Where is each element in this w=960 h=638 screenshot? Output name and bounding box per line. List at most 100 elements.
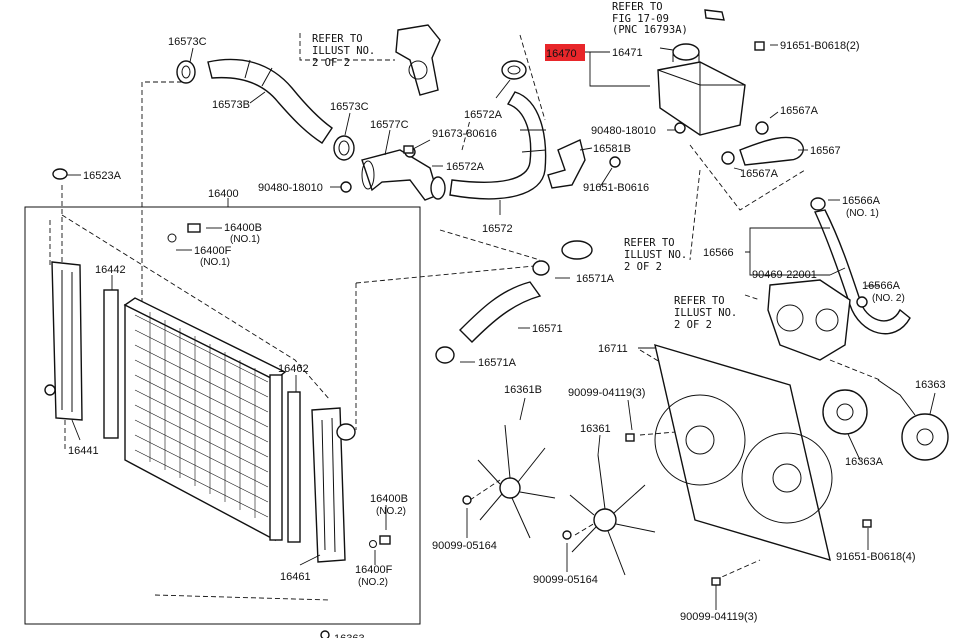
clamp-16573c-top bbox=[176, 60, 196, 84]
radiator-assembly-frame bbox=[24, 206, 421, 625]
note-illust-3: REFER TO ILLUST NO. 2 OF 2 bbox=[674, 295, 737, 331]
svg-text:2 OF 2: 2 OF 2 bbox=[312, 57, 350, 69]
label-90099-l1: 90099-05164 bbox=[432, 540, 497, 552]
svg-text:REFER TO: REFER TO bbox=[674, 295, 725, 307]
label-no2-a: (NO.2) bbox=[376, 506, 406, 517]
seal-16442 bbox=[103, 289, 119, 439]
note-illust-1: REFER TO ILLUST NO. 2 OF 2 bbox=[312, 33, 375, 69]
water-outlet-housing bbox=[395, 24, 441, 96]
label-16400b-bot: 16400B bbox=[370, 493, 408, 505]
label-16400b-top: 16400B bbox=[224, 222, 262, 234]
label-16573c-mid: 16573C bbox=[330, 101, 369, 113]
label-16523a: 16523A bbox=[83, 170, 122, 182]
label-16566: 16566 bbox=[703, 247, 734, 259]
motor-16363a bbox=[822, 389, 868, 435]
svg-text:REFER TO: REFER TO bbox=[612, 1, 663, 13]
label-no1-c: (NO. 1) bbox=[846, 208, 879, 219]
svg-text:2 OF 2: 2 OF 2 bbox=[624, 261, 662, 273]
part-labels: 16573C 16573B 16573C 16577C 91673-80616 … bbox=[68, 36, 946, 638]
bolt-91673 bbox=[403, 139, 431, 154]
label-90099-l2: 90099-05164 bbox=[533, 574, 598, 586]
svg-text:REFER TO: REFER TO bbox=[312, 33, 363, 45]
drain-16400b bbox=[167, 223, 391, 548]
label-no1-a: (NO.1) bbox=[230, 234, 260, 245]
clamp-16572a-top bbox=[501, 60, 527, 80]
note-illust-2: REFER TO ILLUST NO. 2 OF 2 bbox=[624, 237, 687, 273]
label-no2-b: (NO.2) bbox=[358, 577, 388, 588]
label-16471: 16471 bbox=[612, 47, 643, 59]
label-91651-top: 91651-B0618(2) bbox=[780, 40, 860, 52]
label-90480-left: 90480-18010 bbox=[258, 182, 323, 194]
label-16567a-top: 16567A bbox=[780, 105, 819, 117]
hose-16566 bbox=[810, 197, 911, 335]
highlight-16470-box bbox=[545, 44, 585, 61]
svg-text:(PNC 16793A): (PNC 16793A) bbox=[612, 24, 688, 36]
clamp-16573c-mid bbox=[333, 135, 355, 161]
label-no2-c: (NO. 2) bbox=[872, 293, 905, 304]
label-16572a-top: 16572A bbox=[464, 109, 503, 121]
fan-16361b bbox=[477, 424, 556, 539]
label-16572a-mid: 16572A bbox=[446, 161, 485, 173]
svg-text:REFER TO: REFER TO bbox=[624, 237, 675, 249]
label-90469: 90469-22001 bbox=[752, 269, 817, 281]
label-16571: 16571 bbox=[532, 323, 563, 335]
label-16361b: 16361B bbox=[504, 384, 542, 396]
label-16573b: 16573B bbox=[212, 99, 250, 111]
svg-text:ILLUST NO.: ILLUST NO. bbox=[312, 45, 375, 57]
label-16577c: 16577C bbox=[370, 119, 409, 131]
label-16567: 16567 bbox=[810, 145, 841, 157]
label-90099-bot: 90099-04119(3) bbox=[680, 611, 757, 623]
solid-leaders bbox=[67, 44, 936, 610]
tank-right-16461 bbox=[311, 407, 356, 563]
label-16571a-top: 16571A bbox=[576, 273, 615, 285]
hose-16571 bbox=[435, 240, 593, 364]
label-16361: 16361 bbox=[580, 423, 611, 435]
label-16581b: 16581B bbox=[593, 143, 631, 155]
label-90099-top: 90099-04119(3) bbox=[568, 387, 645, 399]
motor-16363 bbox=[877, 379, 949, 461]
svg-text:FIG 17-09: FIG 17-09 bbox=[612, 13, 669, 25]
label-16461: 16461 bbox=[280, 571, 311, 583]
label-16572: 16572 bbox=[482, 223, 513, 235]
svg-text:2 OF 2: 2 OF 2 bbox=[674, 319, 712, 331]
label-16363: 16363 bbox=[915, 379, 946, 391]
reservoir-tank-16470 bbox=[657, 41, 765, 136]
radiator-core-16400 bbox=[123, 297, 287, 542]
label-16400f-top: 16400F bbox=[194, 245, 232, 257]
label-16442: 16442 bbox=[95, 264, 126, 276]
label-16441: 16441 bbox=[68, 445, 99, 457]
label-16567a-bot: 16567A bbox=[740, 168, 779, 180]
label-16571a-bot: 16571A bbox=[478, 357, 517, 369]
svg-text:ILLUST NO.: ILLUST NO. bbox=[674, 307, 737, 319]
label-16470: 16470 bbox=[546, 48, 577, 60]
svg-text:ILLUST NO.: ILLUST NO. bbox=[624, 249, 687, 261]
label-16711: 16711 bbox=[598, 343, 628, 355]
label-16363a: 16363A bbox=[845, 456, 884, 468]
label-91651-bot: 91651-B0618(4) bbox=[836, 551, 916, 563]
label-16400: 16400 bbox=[208, 188, 239, 200]
pipe-16577c bbox=[361, 146, 439, 201]
label-91673: 91673-80616 bbox=[432, 128, 497, 140]
seal-16462 bbox=[287, 391, 301, 543]
note-fig: REFER TO FIG 17-09 (PNC 16793A) bbox=[612, 1, 725, 36]
hose-16572 bbox=[430, 91, 547, 200]
label-16566a-top: 16566A bbox=[842, 195, 881, 207]
hose-16573b bbox=[207, 58, 333, 144]
fan-shroud-16711 bbox=[654, 343, 833, 562]
label-16400f-bot: 16400F bbox=[355, 564, 393, 576]
label-90480-right: 90480-18010 bbox=[591, 125, 656, 137]
label-16566a-bot: 16566A bbox=[862, 280, 901, 292]
tank-left-16441 bbox=[44, 261, 83, 421]
bracket-16581b bbox=[547, 139, 621, 189]
dashed-leaders bbox=[49, 33, 881, 601]
label-16573c-top: 16573C bbox=[168, 36, 207, 48]
label-16462: 16462 bbox=[278, 363, 309, 375]
hose-16567 bbox=[721, 121, 804, 166]
clip-90480-left bbox=[330, 181, 352, 193]
pump-housing bbox=[767, 279, 851, 361]
label-16363-cut: 16363 bbox=[334, 633, 365, 638]
label-no1-b: (NO.1) bbox=[200, 257, 230, 268]
fan-16361 bbox=[569, 454, 656, 576]
label-91651-0616: 91651-B0616 bbox=[583, 182, 649, 194]
